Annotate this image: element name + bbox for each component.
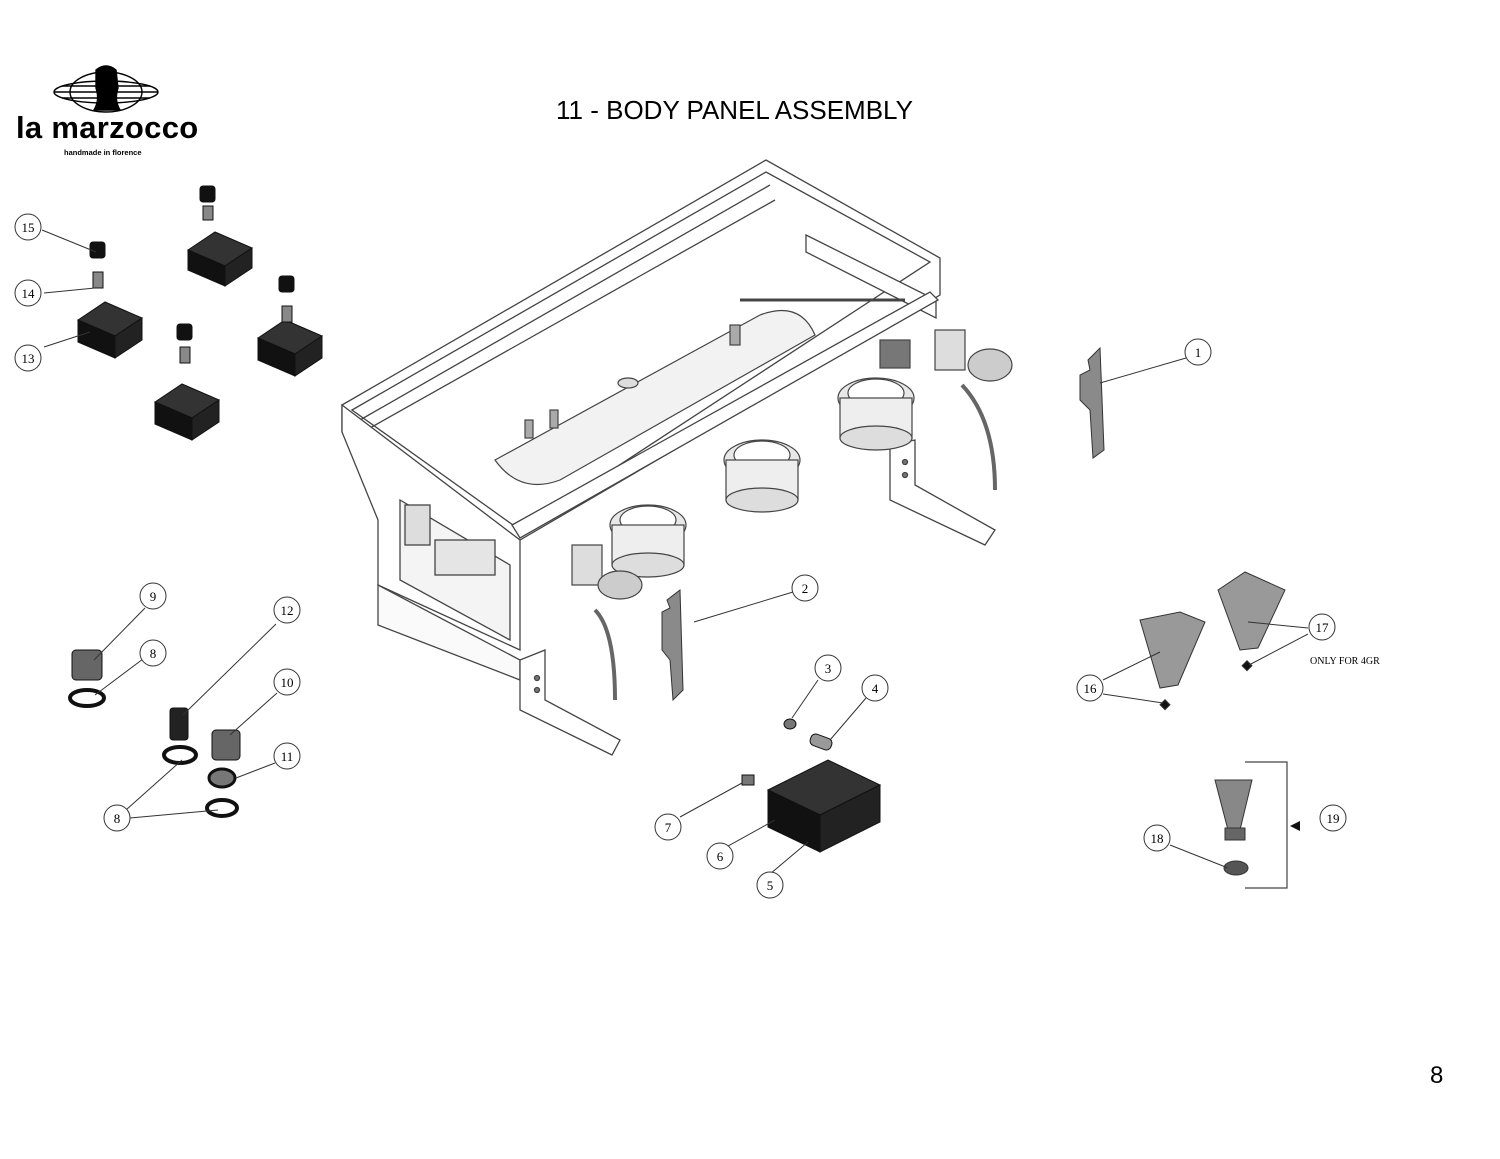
svg-text:8: 8 <box>150 646 157 661</box>
callout-12: 12 <box>273 596 301 624</box>
electrical-box <box>741 718 882 853</box>
callout-13: 13 <box>14 344 42 372</box>
group-head <box>837 377 915 451</box>
cable-glands <box>68 649 241 818</box>
callout-14: 14 <box>14 279 42 307</box>
page-number: 8 <box>1430 1062 1444 1089</box>
bracket-part-2 <box>661 589 684 702</box>
feet-parts <box>1139 571 1286 876</box>
rubber-block <box>186 185 254 287</box>
svg-text:3: 3 <box>825 661 832 676</box>
callout-9: 9 <box>139 582 167 610</box>
rubber-block <box>76 241 144 359</box>
svg-text:15: 15 <box>22 220 35 235</box>
arrow-19 <box>1290 821 1300 831</box>
bracket-19 <box>1245 761 1288 889</box>
boiler-assembly <box>494 298 1013 701</box>
callout-8: 8 <box>139 639 167 667</box>
svg-text:13: 13 <box>22 351 35 366</box>
svg-text:18: 18 <box>1151 831 1164 846</box>
svg-text:2: 2 <box>802 581 809 596</box>
svg-text:9: 9 <box>150 589 157 604</box>
leader-lines <box>41 229 1309 875</box>
group-head <box>609 504 687 578</box>
callout-3: 3 <box>814 654 842 682</box>
rubber-block <box>153 323 221 441</box>
svg-text:16: 16 <box>1084 681 1098 696</box>
callout-6: 6 <box>706 842 734 870</box>
svg-text:11: 11 <box>281 749 294 764</box>
callout-16: 16 <box>1076 674 1104 702</box>
brand-name: la marzocco <box>16 110 199 145</box>
callout-2: 2 <box>791 574 819 602</box>
note-only-for-4gr: ONLY FOR 4GR <box>1310 656 1380 667</box>
svg-text:7: 7 <box>665 820 672 835</box>
rubber-block <box>256 275 324 377</box>
svg-text:10: 10 <box>281 675 294 690</box>
svg-text:12: 12 <box>281 603 294 618</box>
svg-text:14: 14 <box>22 286 36 301</box>
svg-text:17: 17 <box>1316 620 1330 635</box>
svg-text:8: 8 <box>114 811 121 826</box>
brand-tagline: handmade in florence <box>64 148 142 157</box>
callout-5: 5 <box>756 871 784 899</box>
callouts: 1 2 3 4 5 6 7 8 8 9 10 11 12 13 14 15 16… <box>14 213 1347 899</box>
callout-4: 4 <box>861 674 889 702</box>
svg-text:5: 5 <box>767 878 774 893</box>
callout-7: 7 <box>654 813 682 841</box>
callout-1: 1 <box>1184 338 1212 366</box>
svg-text:4: 4 <box>872 681 879 696</box>
callout-15: 15 <box>14 213 42 241</box>
page-title: 11 - BODY PANEL ASSEMBLY <box>556 95 913 125</box>
group-head <box>723 439 801 513</box>
bracket-part-1 <box>1079 346 1105 459</box>
svg-text:1: 1 <box>1195 345 1202 360</box>
callout-10: 10 <box>273 668 301 696</box>
callout-18: 18 <box>1143 824 1171 852</box>
callout-11: 11 <box>273 742 301 770</box>
callout-19: 19 <box>1319 804 1347 832</box>
svg-text:6: 6 <box>717 849 724 864</box>
callout-17: 17 <box>1308 613 1336 641</box>
svg-text:19: 19 <box>1327 811 1340 826</box>
callout-8b: 8 <box>103 804 131 832</box>
rubber-block-sets <box>76 185 324 441</box>
machine-frame <box>341 159 996 756</box>
